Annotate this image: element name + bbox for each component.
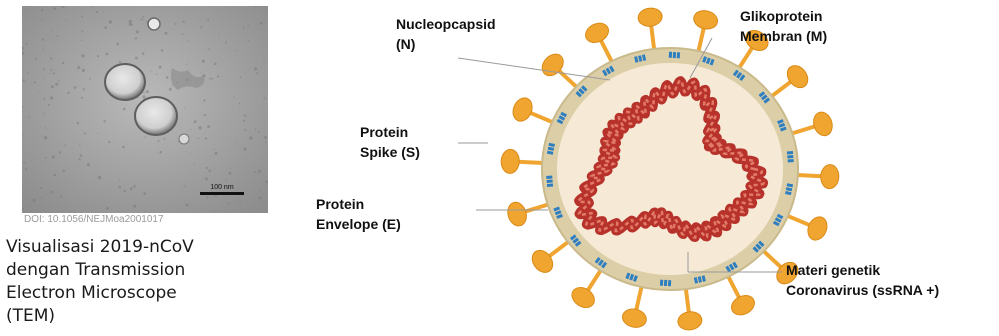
label-spike-protein: Protein Spike (S)	[360, 122, 420, 162]
label-genetic-material: Materi genetik Coronavirus (ssRNA +)	[786, 260, 939, 300]
label-line: (N)	[396, 34, 496, 54]
label-line: Membran (M)	[740, 26, 827, 46]
label-line: Nucleopcapsid	[396, 14, 496, 34]
label-line: Coronavirus (ssRNA +)	[786, 280, 939, 300]
label-nucleocapsid: Nucleopcapsid (N)	[396, 14, 496, 54]
label-line: Materi genetik	[786, 260, 939, 280]
label-line: Envelope (E)	[316, 214, 401, 234]
label-line: Glikoprotein	[740, 6, 827, 26]
label-line: Spike (S)	[360, 142, 420, 162]
label-line: Protein	[316, 194, 401, 214]
label-envelope-protein: Protein Envelope (E)	[316, 194, 401, 234]
label-membrane-glycoprotein: Glikoprotein Membran (M)	[740, 6, 827, 46]
label-line: Protein	[360, 122, 420, 142]
